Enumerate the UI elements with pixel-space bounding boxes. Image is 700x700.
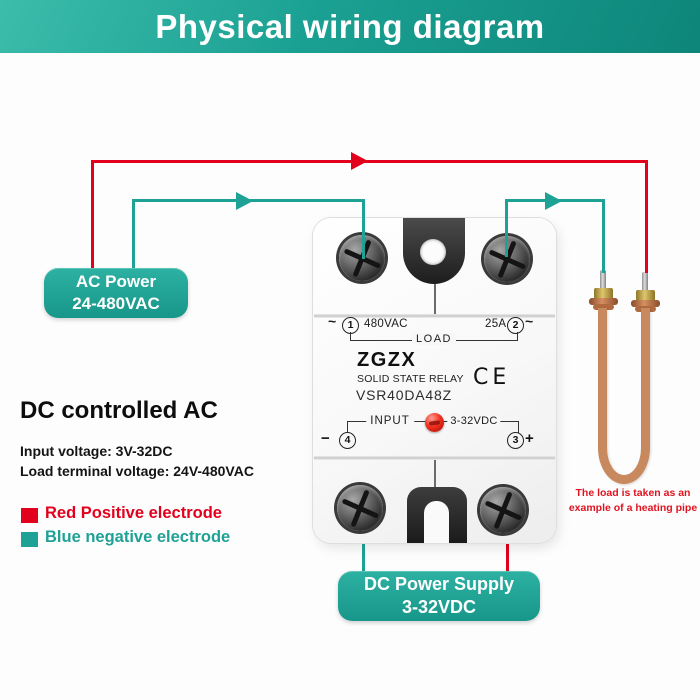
- arrow-right-icon: [545, 192, 562, 210]
- heater-u-tube: [598, 308, 650, 484]
- teal-wire-from-relay-terminal2: [505, 199, 508, 257]
- relay-seam-top: [314, 314, 555, 318]
- ac-power-label: AC Power 24-480VAC: [44, 268, 188, 318]
- teal-wire-to-relay-terminal1: [362, 199, 365, 259]
- load-current-label: 25A: [485, 318, 507, 330]
- blue-swatch-icon: [21, 532, 38, 547]
- teal-wire-to-heater: [602, 199, 605, 273]
- heater-flange-right: [631, 300, 660, 307]
- input-label: INPUT: [366, 415, 414, 427]
- red-wire-to-heater: [645, 160, 648, 273]
- load-voltage-spec: Load terminal voltage: 24V-480VAC: [20, 463, 254, 479]
- heater-ring-left: [593, 304, 614, 310]
- ac-tilde-right: ~: [525, 313, 534, 329]
- heater-pin-right: [642, 272, 648, 296]
- terminal-number-3: 3: [507, 432, 524, 449]
- model-number: VSR40DA48Z: [356, 387, 452, 403]
- screw-terminal-3: [480, 487, 526, 533]
- input-range-label: 3-32VDC: [447, 415, 501, 427]
- load-label: LOAD: [412, 333, 456, 345]
- red-wire-ac-vertical: [91, 161, 94, 269]
- red-wire-dc-positive: [506, 542, 509, 574]
- load-note-line1: The load is taken as an: [575, 487, 691, 499]
- ac-tilde-left: ~: [328, 313, 337, 329]
- ce-mark: CE: [473, 365, 511, 390]
- load-voltage-label: 480VAC: [364, 318, 408, 330]
- mounting-tab-top: [403, 218, 465, 284]
- heater-nut-left: [594, 288, 613, 299]
- dc-power-supply-label: DC Power Supply 3-32VDC: [338, 571, 540, 621]
- terminal-number-4: 4: [339, 432, 356, 449]
- heater-flange-left: [589, 298, 618, 305]
- mounting-slot: [424, 501, 449, 543]
- legend-blue-negative: Blue negative electrode: [45, 528, 231, 546]
- brand-logo: ZGZX: [357, 349, 417, 371]
- plus-sign: +: [525, 430, 534, 447]
- mounting-tab-bottom: [407, 487, 467, 543]
- title-banner: Physical wiring diagram: [0, 0, 700, 53]
- terminal-number-2: 2: [507, 317, 524, 334]
- dc-supply-line2: 3-32VDC: [401, 597, 477, 617]
- red-swatch-icon: [21, 508, 38, 523]
- product-type-label: SOLID STATE RELAY: [357, 373, 464, 385]
- solid-state-relay: ~ 1 480VAC 25A 2 ~ LOAD ZGZX SOLID STATE…: [313, 218, 556, 543]
- red-wire-ac-horizontal: [91, 160, 648, 163]
- input-voltage-spec: Input voltage: 3V-32DC: [20, 443, 173, 459]
- panel-divider-line: [434, 284, 436, 314]
- status-led: [425, 413, 444, 432]
- screw-terminal-4: [337, 485, 383, 531]
- teal-wire-ac-vertical: [132, 200, 135, 269]
- arrow-right-icon: [351, 152, 368, 170]
- dc-supply-line1: DC Power Supply: [363, 574, 515, 594]
- load-example-note: The load is taken as an example of a hea…: [558, 486, 700, 516]
- relay-seam-bottom: [314, 456, 555, 460]
- heater-pin-left: [600, 270, 606, 294]
- load-note-line2: example of a heating pipe: [568, 502, 698, 514]
- legend-red-positive: Red Positive electrode: [45, 504, 222, 522]
- mounting-hole: [420, 239, 446, 265]
- arrow-right-icon: [236, 192, 253, 210]
- teal-wire-dc-negative: [362, 542, 365, 574]
- ac-power-line1: AC Power: [75, 272, 157, 291]
- page-title: Physical wiring diagram: [155, 7, 545, 45]
- minus-sign: −: [321, 430, 330, 447]
- panel-divider-line: [434, 460, 436, 488]
- diagram-heading: DC controlled AC: [20, 397, 218, 424]
- heater-nut-right: [636, 290, 655, 301]
- ac-power-line2: 24-480VAC: [72, 294, 160, 313]
